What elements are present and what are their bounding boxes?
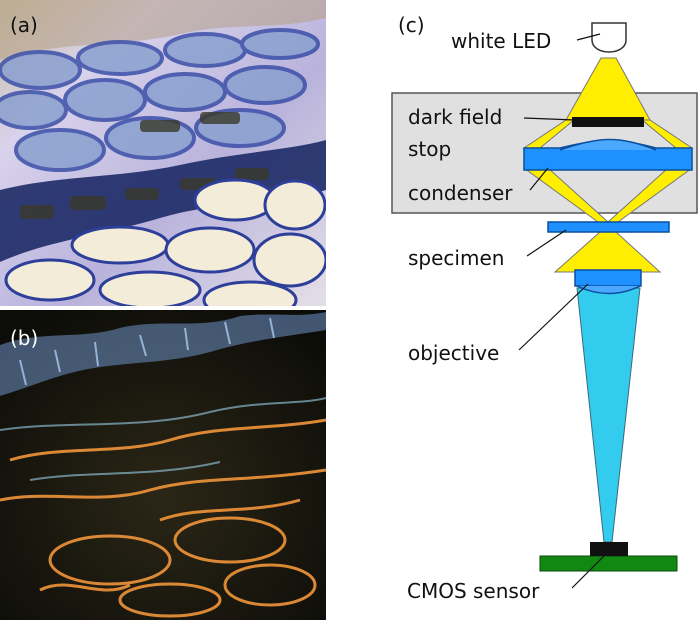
panel-c-schematic: white LED dark field stop condenser spec… [391,22,698,603]
dark-field-stop-label-line2: stop [408,137,451,161]
illumination-cone-upper [565,57,651,121]
objective-lens-body [574,269,642,287]
darkfield-blue-edge [0,312,326,396]
leader-lines [518,33,605,589]
darkfield-orange-fibers [0,418,326,618]
dark-field-stop-label-line1: dark field [408,105,502,129]
white-led-label: white LED [451,29,551,53]
darkfield-blue-fibers [0,397,326,481]
cmos-sensor-board [539,555,678,572]
panel-a-label: (a) [10,13,38,37]
panel-b-darkfield-image [0,310,326,620]
condenser-label: condenser [408,181,513,205]
dark-field-stop [572,117,644,127]
panel-a-brightfield-image [0,0,326,306]
scattered-light-cone [553,231,662,273]
panel-b-label: (b) [10,326,38,350]
darkfield-blue-speckles [19,317,275,386]
brightfield-upper-cells [0,28,320,172]
cmos-sensor-label: CMOS sensor [407,579,540,603]
objective-label: objective [408,341,499,365]
specimen-slide [547,221,670,233]
brightfield-lower-cells [4,178,326,306]
panel-c-label: (c) [398,13,425,37]
imaging-beam [576,287,641,543]
condenser-lens-curve [559,138,657,151]
white-led-icon [591,22,627,53]
brightfield-top-strip [0,0,326,60]
specimen-label: specimen [408,246,504,270]
brightfield-dark-cells [20,112,269,219]
cmos-sensor-chip [590,542,628,556]
